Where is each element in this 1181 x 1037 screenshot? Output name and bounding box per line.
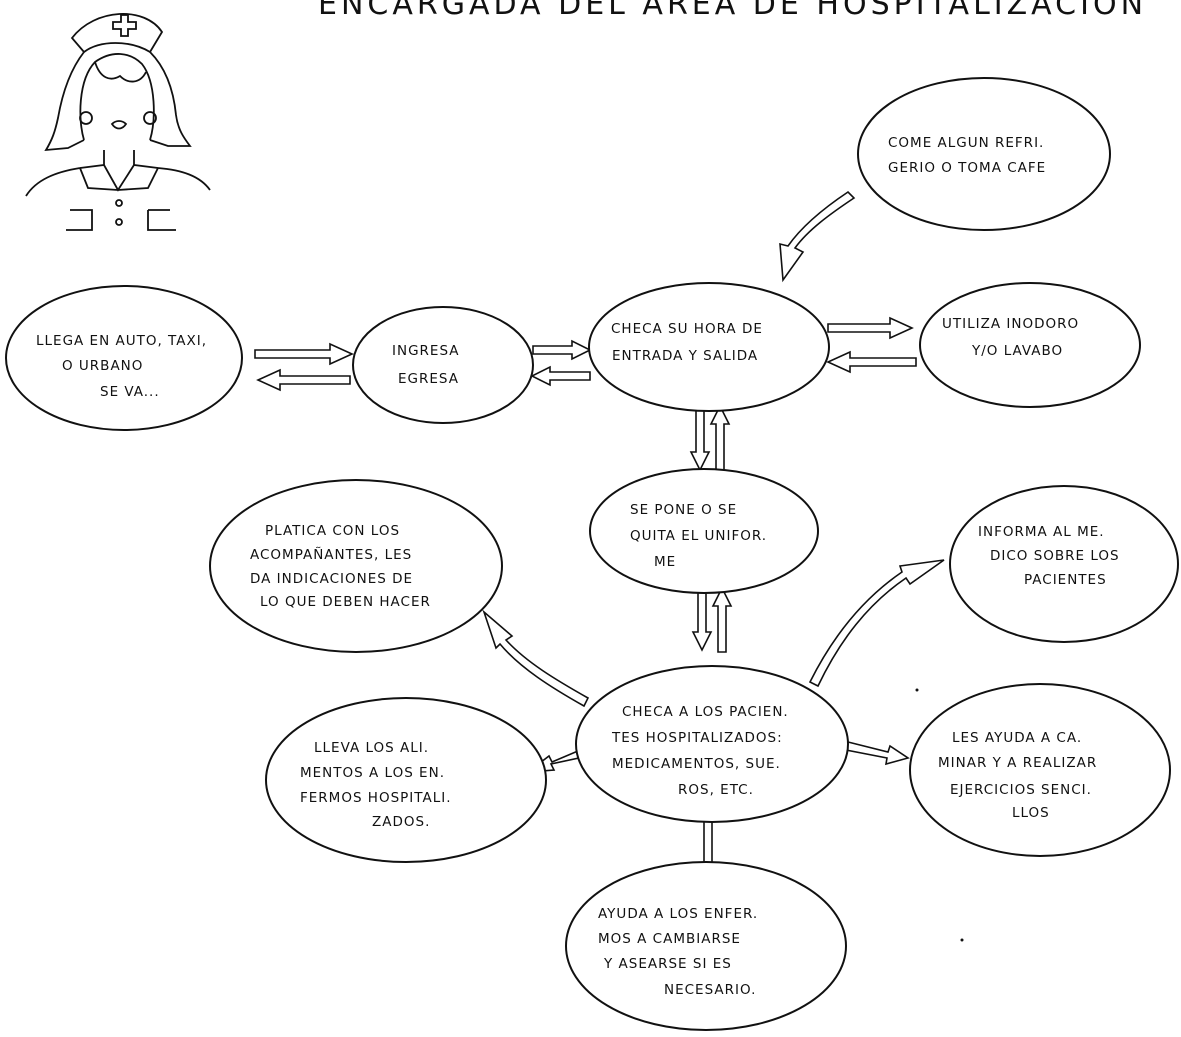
- arrow-checa-hora-to-inodoro: [827, 316, 914, 340]
- node-caminar-line-3: EJERCICIOS SENCI.: [950, 782, 1092, 798]
- node-cambiarse-line-3: Y ASEARSE SI ES: [603, 956, 732, 972]
- node-uniforme-line-3: ME: [654, 554, 676, 570]
- node-checa-hora-line-2: ENTRADA Y SALIDA: [612, 348, 758, 364]
- node-llega: LLEGA EN AUTO, TAXI, O URBANO SE VA...: [5, 285, 243, 431]
- node-alimentos-line-3: FERMOS HOSPITALI.: [300, 790, 452, 806]
- stray-dot: [915, 688, 919, 692]
- node-refrigerio-line-1: COME ALGUN REFRI.: [888, 135, 1044, 151]
- svg-text:LES AYUDA A CA. MINAR Y: LES AYUDA A CA. MINAR Y A REALIZAR EJERC…: [938, 730, 1103, 821]
- node-llega-line-2: O URBANO: [62, 358, 143, 374]
- arrow-checa-hora-to-ingresa: [530, 365, 591, 387]
- node-cambiarse-line-2: MOS A CAMBIARSE: [598, 931, 741, 947]
- svg-text:AYUDA A LOS ENFER. MOS A: AYUDA A LOS ENFER. MOS A CAMBIARSE Y ASE…: [598, 906, 763, 998]
- node-inodoro-line-1: UTILIZA INODORO: [942, 316, 1079, 332]
- node-ingresa-line-1: INGRESA: [392, 343, 460, 359]
- node-checa-pacientes-line-4: ROS, ETC.: [678, 782, 754, 798]
- arrow-ingresa-to-llega: [256, 368, 351, 392]
- node-checa-pacientes: CHECA A LOS PACIEN. TES HOSPITALIZADOS: …: [575, 665, 849, 823]
- node-alimentos-line-2: MENTOS A LOS EN.: [300, 765, 445, 781]
- arrow-checa-pacientes-to-caminar: [845, 741, 910, 766]
- node-checa-pacientes-line-1: CHECA A LOS PACIEN.: [622, 704, 789, 720]
- stray-dot: [960, 938, 964, 942]
- node-inodoro-line-2: Y/O LAVABO: [971, 343, 1063, 359]
- node-caminar-line-2: MINAR Y A REALIZAR: [938, 755, 1097, 771]
- svg-text:SE PONE O SE QUITA EL UN: SE PONE O SE QUITA EL UNIFOR. ME: [630, 502, 772, 570]
- svg-text:LLEVA LOS ALI. MENTOS A: LLEVA LOS ALI. MENTOS A LOS EN. FERMOS H…: [300, 740, 457, 830]
- node-caminar-line-4: LLOS: [1012, 805, 1050, 821]
- arrow-checa-hora-to-uniforme: [689, 406, 711, 472]
- node-alimentos-line-4: ZADOS.: [372, 814, 430, 830]
- arrow-uniforme-to-checa-hora: [709, 404, 731, 471]
- node-platica: PLATICA CON LOS ACOMPAÑANTES, LES DA IND…: [209, 479, 503, 653]
- node-caminar-line-1: LES AYUDA A CA.: [952, 730, 1082, 746]
- node-llega-line-1: LLEGA EN AUTO, TAXI,: [36, 333, 207, 349]
- arrow-checa-pacientes-to-platica: [482, 609, 590, 708]
- arrow-llega-to-ingresa: [254, 342, 354, 366]
- node-cambiarse-line-1: AYUDA A LOS ENFER.: [598, 906, 758, 922]
- svg-text:COME ALGUN REFRI. GERIO: COME ALGUN REFRI. GERIO O TOMA CAFE: [888, 135, 1050, 176]
- diagram-title: ENCARGADA DEL AREA DE HOSPITALIZACION: [318, 0, 1147, 22]
- node-cambiarse-line-4: NECESARIO.: [664, 982, 756, 998]
- arrow-refrigerio-to-checa-hora: [779, 190, 856, 283]
- arrow-checa-pacientes-to-uniforme: [711, 586, 733, 653]
- node-uniforme: SE PONE O SE QUITA EL UNIFOR. ME: [589, 468, 819, 594]
- node-platica-line-3: DA INDICACIONES DE: [250, 571, 413, 587]
- node-cambiarse: AYUDA A LOS ENFER. MOS A CAMBIARSE Y ASE…: [565, 861, 847, 1031]
- node-alimentos: LLEVA LOS ALI. MENTOS A LOS EN. FERMOS H…: [265, 697, 547, 863]
- node-uniforme-line-1: SE PONE O SE: [630, 502, 737, 518]
- node-informa-line-1: INFORMA AL ME.: [978, 524, 1105, 540]
- arrow-ingresa-to-checa-hora: [532, 339, 592, 361]
- node-platica-line-4: LO QUE DEBEN HACER: [260, 594, 431, 610]
- node-checa-hora: CHECA SU HORA DE ENTRADA Y SALIDA: [588, 282, 830, 412]
- node-checa-hora-line-1: CHECA SU HORA DE: [611, 321, 763, 337]
- node-checa-pacientes-line-3: MEDICAMENTOS, SUE.: [612, 756, 781, 772]
- svg-text:INFORMA AL ME. DICO SOBR: INFORMA AL ME. DICO SOBRE LOS PACIENTES: [978, 524, 1125, 588]
- node-refrigerio: COME ALGUN REFRI. GERIO O TOMA CAFE: [857, 77, 1111, 231]
- node-uniforme-line-2: QUITA EL UNIFOR.: [630, 528, 767, 544]
- node-informa: INFORMA AL ME. DICO SOBRE LOS PACIENTES: [949, 485, 1179, 643]
- node-platica-line-1: PLATICA CON LOS: [265, 523, 400, 539]
- node-informa-line-3: PACIENTES: [1024, 572, 1107, 588]
- node-ingresa: INGRESA EGRESA: [352, 306, 534, 424]
- arrow-inodoro-to-checa-hora: [826, 350, 917, 374]
- node-caminar: LES AYUDA A CA. MINAR Y A REALIZAR EJERC…: [909, 683, 1171, 857]
- node-informa-line-2: DICO SOBRE LOS: [990, 548, 1120, 564]
- node-inodoro: UTILIZA INODORO Y/O LAVABO: [919, 282, 1141, 408]
- arrow-checa-pacientes-to-informa: [808, 559, 945, 688]
- svg-text:INGRESA EGRESA: INGRESA EGRESA: [392, 343, 465, 387]
- arrow-uniforme-to-checa-pacientes: [691, 587, 713, 652]
- svg-text:CHECA SU HORA DE ENTRADA: CHECA SU HORA DE ENTRADA Y SALIDA: [611, 321, 768, 364]
- svg-text:LLEGA EN AUTO, TAXI, O U: LLEGA EN AUTO, TAXI, O URBANO SE VA...: [36, 333, 212, 400]
- nurse-illustration: [25, 13, 211, 231]
- node-alimentos-line-1: LLEVA LOS ALI.: [314, 740, 429, 756]
- node-refrigerio-line-2: GERIO O TOMA CAFE: [888, 160, 1046, 176]
- svg-text:PLATICA CON LOS ACOMPAÑA: PLATICA CON LOS ACOMPAÑANTES, LES DA IND…: [250, 523, 431, 610]
- svg-text:UTILIZA INODORO Y/O LAVA: UTILIZA INODORO Y/O LAVABO: [942, 316, 1084, 359]
- node-platica-line-2: ACOMPAÑANTES, LES: [250, 546, 412, 563]
- node-llega-line-3: SE VA...: [100, 384, 160, 400]
- node-checa-pacientes-line-2: TES HOSPITALIZADOS:: [611, 730, 783, 746]
- node-ingresa-line-2: EGRESA: [398, 371, 459, 387]
- svg-text:CHECA A LOS PACIEN. TES: CHECA A LOS PACIEN. TES HOSPITALIZADOS: …: [611, 704, 794, 798]
